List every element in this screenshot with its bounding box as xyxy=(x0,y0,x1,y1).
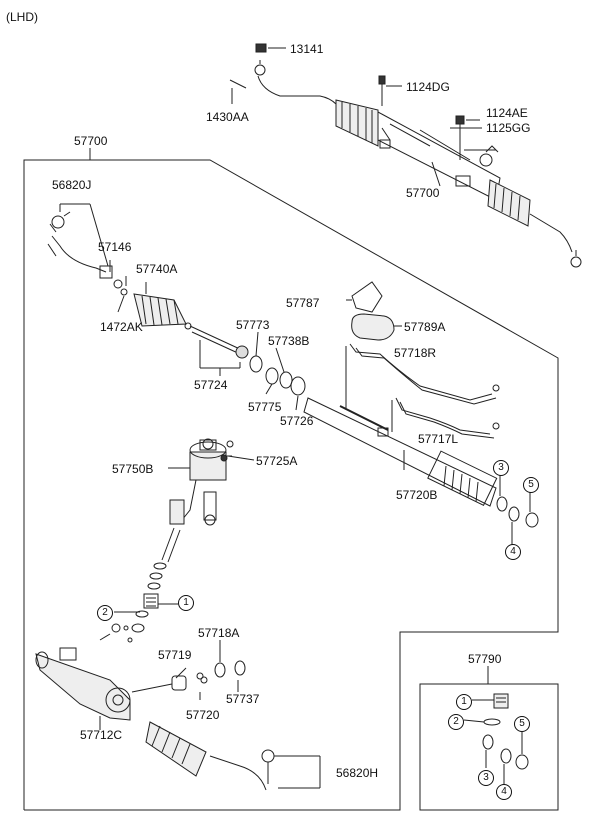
part-label-57775[interactable]: 57775 xyxy=(248,400,282,414)
leader-lines xyxy=(109,85,486,700)
washers-57773-57775-57738B-57726 xyxy=(249,355,306,396)
nut-and-washer-57146 xyxy=(113,279,128,296)
part-label-57719[interactable]: 57719 xyxy=(158,648,192,662)
kit-callout-1: 1 xyxy=(456,694,472,710)
part-label-57773[interactable]: 57773 xyxy=(236,318,270,332)
part-label-57146[interactable]: 57146 xyxy=(98,240,132,254)
callout-2: 2 xyxy=(97,605,113,621)
boot-57740A xyxy=(133,293,192,330)
part-label-57787[interactable]: 57787 xyxy=(286,296,320,310)
part-label-1125GG[interactable]: 1125GG xyxy=(486,121,531,135)
part-label-57720[interactable]: 57720 xyxy=(186,708,220,722)
plug-57719-and-seals xyxy=(171,640,246,691)
part-label-57790[interactable]: 57790 xyxy=(468,652,502,666)
part-label-56820H[interactable]: 56820H xyxy=(336,766,379,780)
kit-callout-5: 5 xyxy=(514,716,530,732)
part-label-57724[interactable]: 57724 xyxy=(194,378,228,392)
part-label-57718R[interactable]: 57718R xyxy=(394,346,437,360)
end-seals xyxy=(496,476,539,546)
rack-housing-57720B xyxy=(303,397,498,507)
tie-rod-end-56820H xyxy=(145,721,321,791)
kit-callout-4: 4 xyxy=(496,784,512,800)
part-label-1472AK[interactable]: 1472AK xyxy=(100,320,143,334)
hydraulic-lines-57718R-57717L xyxy=(345,343,500,439)
part-label-57750B[interactable]: 57750B xyxy=(112,462,154,476)
part-label-57737[interactable]: 57737 xyxy=(226,692,260,706)
inner-tie-rod-57724 xyxy=(189,325,249,376)
kit-57790-parts xyxy=(463,693,529,786)
clamp-57787 xyxy=(346,281,383,313)
part-label-57700[interactable]: 57700 xyxy=(74,134,108,148)
top-steering-gear-assembly xyxy=(229,43,582,268)
gear-housing-57712C xyxy=(35,647,173,730)
part-label-57738B[interactable]: 57738B xyxy=(268,334,310,348)
part-label-1124AE[interactable]: 1124AE xyxy=(486,106,528,120)
pinion-shaft-and-seals xyxy=(99,527,181,643)
part-label-57700-top[interactable]: 57700 xyxy=(406,186,440,200)
part-label-13141[interactable]: 13141 xyxy=(290,42,324,56)
part-label-57718A[interactable]: 57718A xyxy=(198,626,240,640)
valve-body-57750B xyxy=(169,438,234,526)
tie-rod-end-56820J xyxy=(47,203,113,279)
part-label-57717L[interactable]: 57717L xyxy=(418,432,459,446)
part-label-57725A[interactable]: 57725A xyxy=(256,454,298,468)
bushing-57789A xyxy=(351,313,402,341)
callout-5: 5 xyxy=(523,477,539,493)
kit-57790-box xyxy=(419,683,559,811)
callout-4: 4 xyxy=(505,544,521,560)
main-assembly-frame xyxy=(23,159,559,811)
part-label-56820J[interactable]: 56820J xyxy=(52,178,92,192)
callout-3: 3 xyxy=(493,460,509,476)
variant-label: (LHD) xyxy=(6,10,38,24)
part-label-1430AA[interactable]: 1430AA xyxy=(206,110,249,124)
callout-1: 1 xyxy=(178,595,194,611)
part-label-57726[interactable]: 57726 xyxy=(280,414,314,428)
part-label-57712C[interactable]: 57712C xyxy=(80,728,123,742)
kit-callout-3: 3 xyxy=(478,770,494,786)
kit-callout-2: 2 xyxy=(448,714,464,730)
part-label-57720B[interactable]: 57720B xyxy=(396,488,438,502)
part-label-1124DG[interactable]: 1124DG xyxy=(406,80,450,94)
part-label-57789A[interactable]: 57789A xyxy=(404,320,446,334)
part-label-57740A[interactable]: 57740A xyxy=(136,262,178,276)
